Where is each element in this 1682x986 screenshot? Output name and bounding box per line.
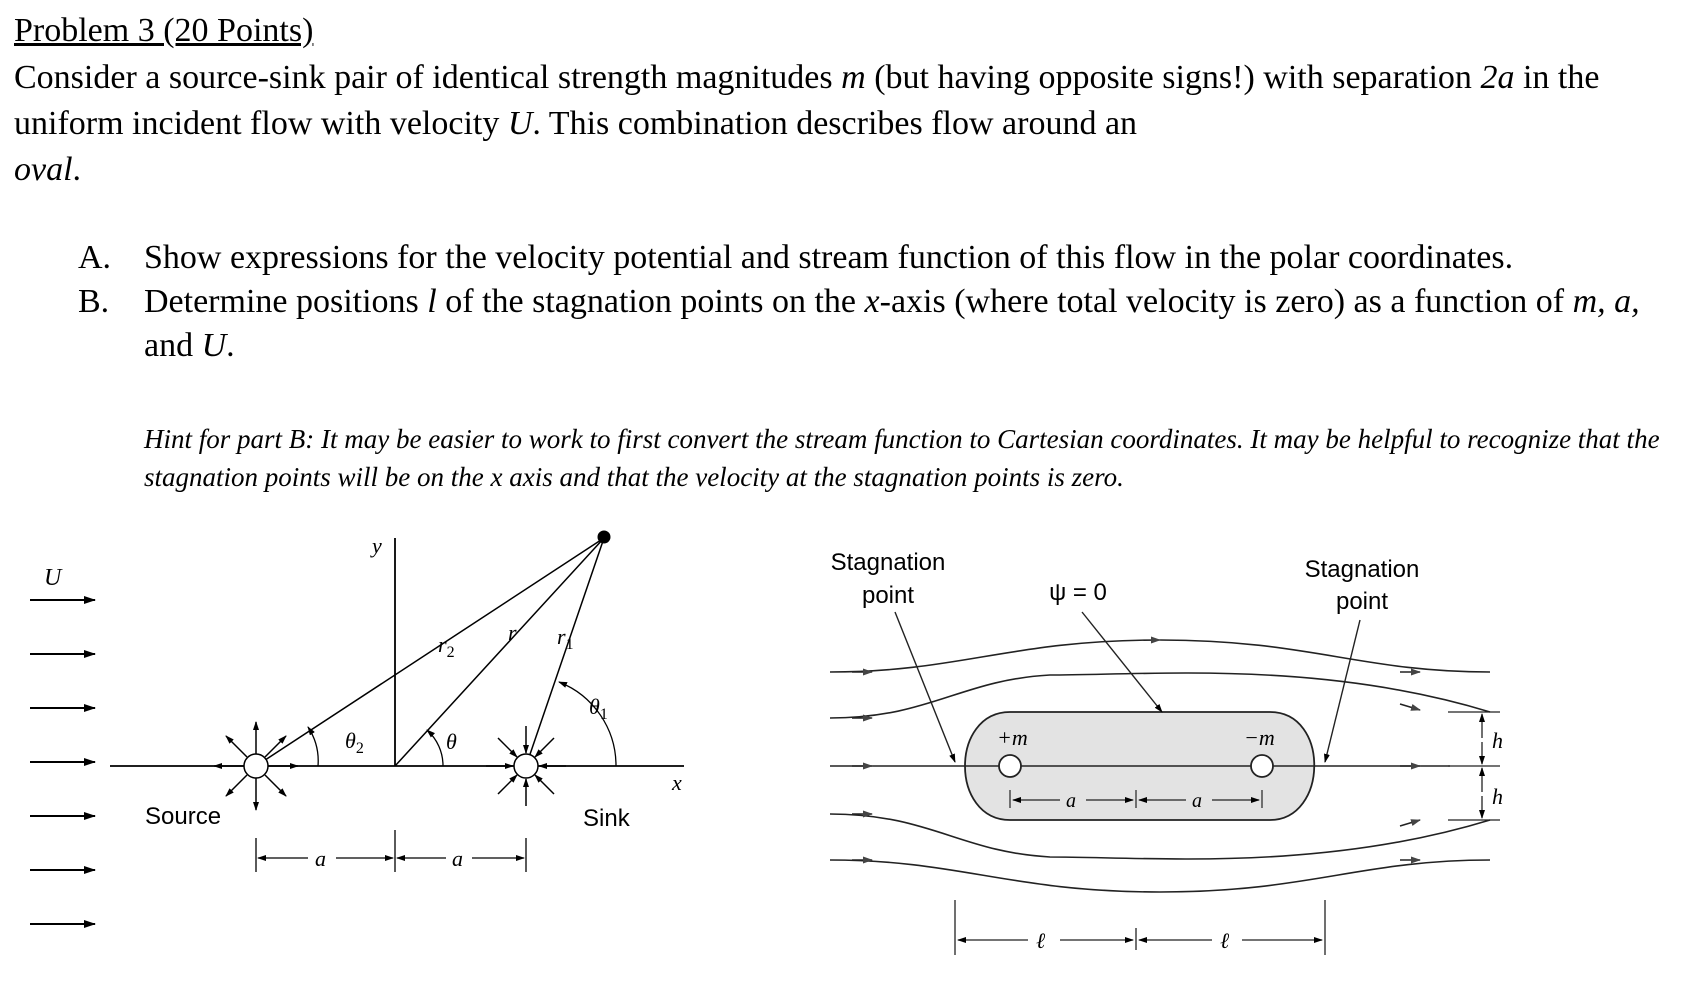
line-r1 xyxy=(525,537,605,767)
label-l-right: ℓ xyxy=(1220,928,1230,953)
pointer-psi-zero xyxy=(1081,611,1163,713)
label-r1: r1 xyxy=(557,624,574,653)
problem-intro: Consider a source-sink pair of identical… xyxy=(14,55,1634,193)
line-r2 xyxy=(255,537,605,767)
source-sink-diagram: U x y r2 r r1 θ2 θ θ1 xyxy=(30,530,684,928)
problem-title: Problem 3 (20 Points) xyxy=(14,12,314,49)
label-stagnation-left-1: Stagnation xyxy=(831,549,946,576)
label-psi-zero: ψ = 0 xyxy=(1049,579,1107,606)
label-stagnation-right-1: Stagnation xyxy=(1305,556,1420,583)
part-b-vars: m, a, xyxy=(1572,283,1640,320)
label-theta2: θ2 xyxy=(345,728,364,757)
part-b-text: Determine positions l of the stagnation … xyxy=(144,280,1678,368)
intro-text-2: (but having opposite signs!) with separa… xyxy=(865,59,1481,96)
part-b-text-5: . xyxy=(226,327,235,364)
part-a-text: Show expressions for the velocity potent… xyxy=(144,239,1514,276)
pointer-stagnation-right xyxy=(1324,619,1361,763)
source-symbol xyxy=(213,721,299,811)
arc-theta2 xyxy=(307,726,319,767)
label-u: U xyxy=(44,565,63,591)
intro-text-1: Consider a source-sink pair of identical… xyxy=(14,59,842,96)
sink-symbol xyxy=(486,726,566,806)
label-sink: Sink xyxy=(583,805,631,832)
rankine-oval-diagram: +m −m a a Stagnation point ψ = 0 Stagnat… xyxy=(829,549,1503,955)
uniform-flow-arrows xyxy=(30,596,96,928)
label-stagnation-right-2: point xyxy=(1336,588,1388,615)
part-b-hint: Hint for part B: It may be easier to wor… xyxy=(144,424,1660,492)
streamlines xyxy=(829,636,1491,893)
label-source: Source xyxy=(145,803,221,830)
label-a-inner-right: a xyxy=(1192,790,1202,812)
part-b-text-4: and xyxy=(144,327,202,364)
label-y: y xyxy=(370,533,382,558)
part-b-var-l: l xyxy=(427,283,437,320)
intro-text-3: in the uniform incident flow with veloci… xyxy=(14,59,1600,142)
label-r: r xyxy=(508,620,517,645)
intro-var-u: U xyxy=(507,105,533,142)
arc-theta xyxy=(426,729,444,767)
label-r2: r2 xyxy=(438,632,455,661)
problem-parts: A. Show expressions for the velocity pot… xyxy=(78,236,1678,368)
arc-theta1 xyxy=(558,681,617,767)
part-b-text-2: of the stagnation points on the xyxy=(436,283,865,320)
part-b: B. Determine positions l of the stagnati… xyxy=(78,280,1678,368)
label-h-lower: h xyxy=(1492,784,1503,809)
label-theta: θ xyxy=(446,729,457,754)
dimension-a xyxy=(255,830,527,872)
label-x: x xyxy=(671,770,682,795)
part-a-label: A. xyxy=(78,239,112,276)
streamline-arrows xyxy=(852,668,1421,864)
label-theta1: θ1 xyxy=(589,694,608,723)
intro-text-5: . xyxy=(72,151,82,188)
part-b-var-x: x xyxy=(864,283,880,320)
label-l-left: ℓ xyxy=(1036,928,1046,953)
dimension-h xyxy=(1448,711,1500,821)
source-point xyxy=(998,754,1022,778)
label-minus-m: −m xyxy=(1244,725,1275,750)
part-b-var-u: U xyxy=(201,327,227,364)
intro-var-m: m xyxy=(841,59,866,96)
label-a-right: a xyxy=(452,846,463,871)
label-plus-m: +m xyxy=(997,725,1028,750)
dimension-a-inner xyxy=(1009,790,1263,808)
intro-var-2a: 2a xyxy=(1480,59,1515,96)
part-b-text-1: Determine positions xyxy=(144,283,428,320)
label-a-left: a xyxy=(315,846,326,871)
part-b-label: B. xyxy=(78,283,110,320)
dimension-l xyxy=(954,900,1326,955)
sink-point xyxy=(1250,754,1274,778)
part-b-text-3: -axis (where total velocity is zero) as … xyxy=(879,283,1573,320)
label-h-upper: h xyxy=(1492,728,1503,753)
part-a: A. Show expressions for the velocity pot… xyxy=(78,236,1678,280)
field-point xyxy=(597,530,611,544)
label-a-inner-left: a xyxy=(1066,790,1076,812)
intro-word-oval: oval xyxy=(14,151,73,188)
intro-text-4: . This combination describes flow around… xyxy=(532,105,1138,142)
pointer-stagnation-left xyxy=(894,611,956,763)
line-r xyxy=(394,537,605,767)
label-stagnation-left-2: point xyxy=(862,582,914,609)
